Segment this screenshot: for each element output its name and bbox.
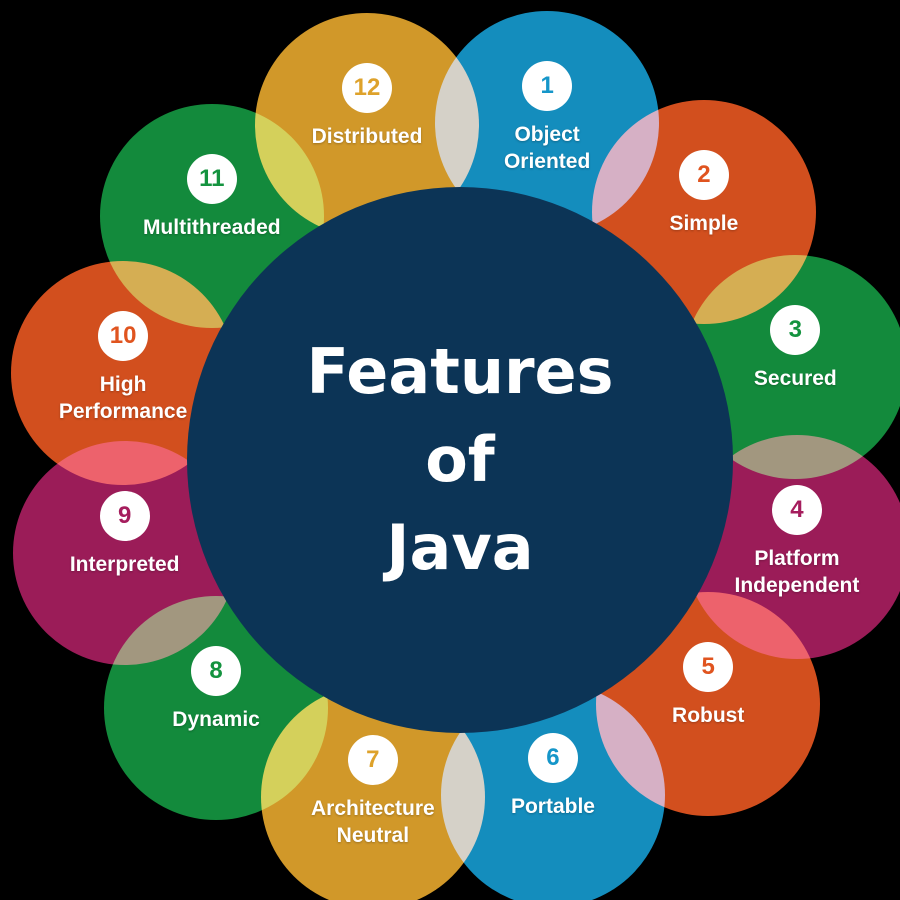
center-title-line-2: of bbox=[425, 423, 495, 496]
center-circle: Features of Java bbox=[187, 187, 733, 733]
center-title-line-1: Features bbox=[306, 335, 614, 408]
center-title-line-3: Java bbox=[386, 511, 534, 584]
